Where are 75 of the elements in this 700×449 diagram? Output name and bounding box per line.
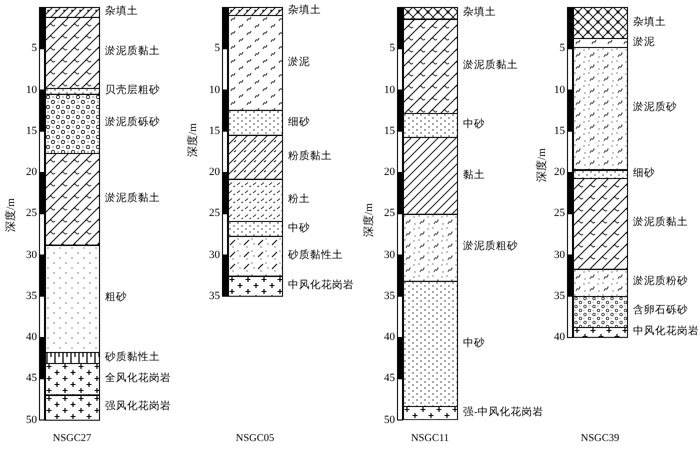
depth-tick-label: 20 — [553, 165, 565, 179]
axis-title: 深度/m — [534, 148, 549, 182]
layer-label: 中风化花岗岩 — [288, 278, 354, 293]
layer-label: 中风化花岗岩 — [633, 324, 699, 340]
depth-tick-label: 5 — [214, 41, 220, 56]
depth-tick-label: 35 — [553, 288, 565, 303]
depth-tick-label: 10 — [553, 82, 565, 96]
layer-label: 砂质黏性土 — [288, 248, 343, 264]
layer-label: 淤泥质黏土 — [105, 191, 160, 206]
layer-label: 全风化花岗岩 — [105, 371, 171, 386]
layer-label: 中砂 — [463, 117, 485, 132]
borehole-name: NSGC11 — [410, 432, 450, 446]
borehole-name: NSGC39 — [580, 432, 620, 446]
layer-label: 强-中风化花岗岩 — [463, 405, 544, 420]
layer-label: 淤泥质黏土 — [633, 215, 688, 230]
depth-tick-label: 30 — [25, 248, 37, 262]
layer-label: 粗砂 — [105, 290, 127, 306]
depth-tick-label: 30 — [208, 248, 220, 262]
depth-tick-label: 5 — [388, 41, 395, 56]
layer-label: 中砂 — [288, 221, 310, 236]
depth-tick-label: 35 — [383, 288, 395, 303]
depth-tick-label: 40 — [383, 330, 395, 344]
depth-tick-label: 45 — [383, 371, 395, 386]
layer-label: 含卵石砾砂 — [633, 303, 688, 318]
depth-tick-label: 50 — [383, 412, 395, 426]
depth-tick-label: 30 — [553, 248, 565, 262]
depth-tick-label: 10 — [25, 82, 37, 96]
layer-label: 杂填土 — [105, 4, 138, 19]
layer-label: 贝壳层粗砂 — [105, 83, 160, 98]
layer-label: 淤泥质粗砂 — [463, 239, 518, 254]
depth-tick-label: 50 — [25, 412, 37, 426]
axis-title: 深度/m — [4, 198, 18, 232]
depth-tick-label: 40 — [25, 330, 37, 344]
depth-tick-label: 15 — [25, 124, 37, 138]
depth-tick-label: 30 — [383, 248, 395, 262]
layer-label: 细砂 — [288, 115, 310, 130]
depth-tick-label: 25 — [553, 206, 565, 220]
depth-tick-label: 25 — [383, 206, 395, 220]
layer-label: 细砂 — [633, 166, 655, 181]
layer-label: 淤泥质砂 — [633, 100, 677, 116]
depth-tick-label: 20 — [25, 165, 37, 179]
depth-tick-label: 35 — [25, 288, 37, 303]
layer-label: 砂质黏性土 — [105, 350, 160, 365]
layer-label: 淤泥质黏土 — [105, 44, 160, 60]
layer-label: 粉土 — [288, 192, 310, 208]
layer-label: 淤泥质粉砂 — [633, 274, 688, 290]
depth-tick-label: 15 — [383, 124, 395, 138]
layer-label: 淤泥 — [288, 56, 310, 70]
depth-tick-label: 15 — [208, 124, 220, 138]
depth-tick-label: 10 — [208, 82, 220, 96]
layer-label: 中砂 — [463, 336, 485, 351]
layer-label: 强风化花岗岩 — [105, 399, 171, 414]
layer-label: 淤泥质砾砂 — [105, 115, 160, 130]
depth-tick-label: 25 — [208, 206, 220, 220]
depth-tick-label: 35 — [208, 288, 220, 303]
layer-label: 淤泥质黏土 — [463, 58, 518, 73]
depth-tick-label: 45 — [25, 371, 37, 386]
layer-label: 粉质黏土 — [288, 149, 332, 164]
depth-tick-label: 5 — [30, 41, 37, 56]
borehole-name: NSGC05 — [234, 432, 276, 446]
depth-tick-label: 25 — [25, 206, 37, 220]
layer-label: 杂填土 — [633, 15, 666, 30]
layer-label: 黏土 — [463, 168, 485, 183]
depth-tick-label: 20 — [383, 165, 395, 179]
axis-title: 深度/m — [362, 203, 376, 237]
layer-label: 杂填土 — [463, 5, 496, 20]
depth-tick-label: 15 — [553, 124, 565, 138]
layer-label: 杂填土 — [288, 3, 321, 18]
borehole-name: NSGC27 — [52, 432, 92, 446]
depth-tick-label: 40 — [553, 330, 565, 344]
axis-title: 深度/m — [186, 123, 200, 157]
depth-tick-label: 5 — [558, 41, 565, 56]
depth-tick-label: 10 — [383, 82, 395, 96]
layer-label: 淤泥 — [633, 36, 655, 50]
depth-tick-label: 20 — [208, 165, 220, 179]
